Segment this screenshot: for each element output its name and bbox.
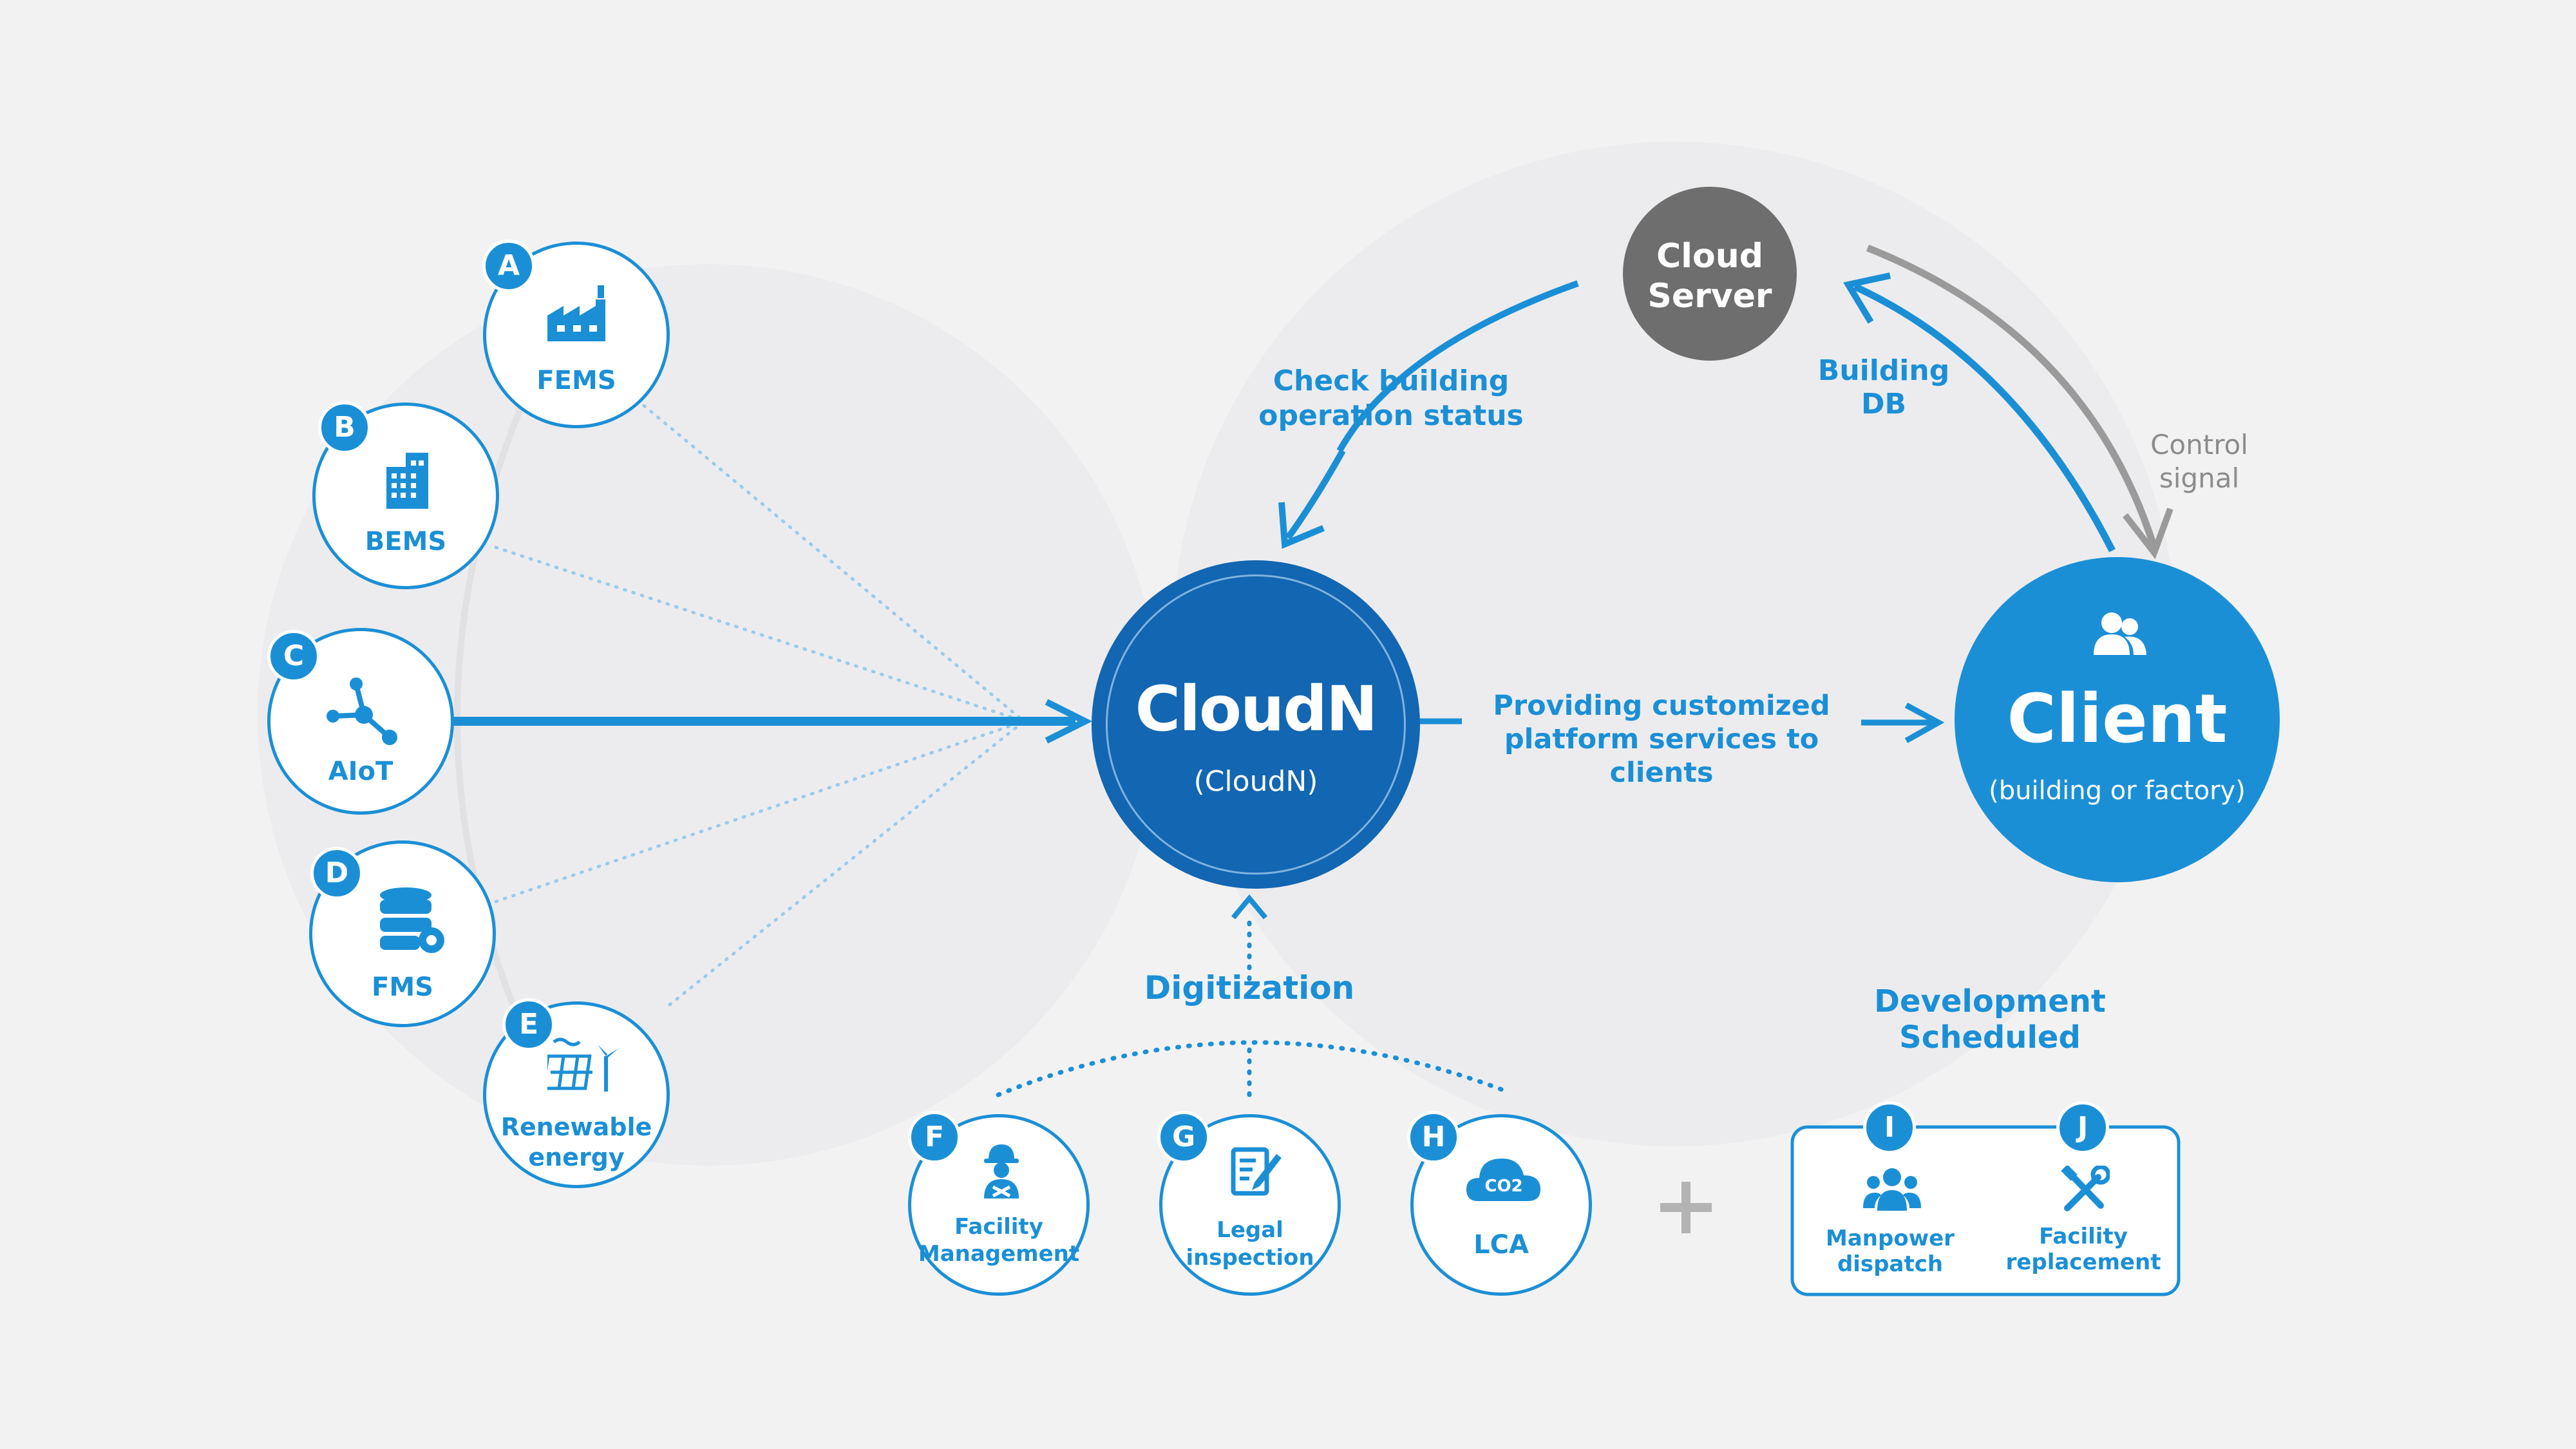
scheduled-badge: J — [2056, 1101, 2109, 1154]
background-circle-right — [1172, 142, 2177, 1146]
digitization-legal-inspection: Legal inspection — [1159, 1114, 1341, 1296]
users-icon — [2094, 612, 2146, 655]
module-renewable: Renewable energy — [483, 1001, 670, 1188]
digitization-label-line: Management — [918, 1241, 1080, 1267]
link-fms — [494, 719, 1026, 904]
digitization-label-line: Legal — [1217, 1217, 1283, 1243]
digitization-label-line: Facility — [954, 1214, 1043, 1240]
digitization-label: Digitization — [1144, 969, 1355, 1007]
cloudn-hub: CloudN (CloudN) — [1092, 560, 1420, 889]
providing-arrowhead — [1904, 703, 1945, 743]
factory-icon — [547, 285, 605, 341]
check-status-arc — [1336, 280, 1579, 453]
network-icon — [327, 677, 397, 745]
digitization-arrowhead — [1231, 894, 1268, 920]
client-subtitle: (building or factory) — [1989, 776, 2246, 806]
client-title: Client — [2007, 679, 2228, 758]
worker-icon — [984, 1144, 1019, 1198]
plus-sign — [1660, 1182, 1712, 1233]
module-label: AIoT — [328, 757, 393, 786]
digitization-label-line: inspection — [1186, 1245, 1314, 1271]
check-status-arc-lower — [1285, 449, 1346, 540]
scheduled-title: Development Scheduled — [1874, 983, 2106, 1056]
control-signal-label: Control signal — [2150, 429, 2248, 494]
module-label: energy — [528, 1143, 625, 1171]
cloud-server-label: Cloud — [1656, 237, 1763, 276]
module-badge: C — [267, 630, 320, 683]
module-badge: D — [310, 847, 363, 900]
building-db-arrowhead — [1843, 272, 1891, 324]
cloudn-hub-ring — [1106, 574, 1406, 875]
link-bems — [494, 545, 1026, 723]
aiot-arrowhead — [1045, 699, 1093, 744]
team-icon — [1863, 1168, 1921, 1211]
document-pen-icon — [1231, 1147, 1282, 1196]
cloudn-logo: CloudN — [1135, 673, 1378, 745]
digitization-arc — [996, 1040, 1510, 1097]
cloudn-subtitle: (CloudN) — [1193, 765, 1318, 798]
module-badge: A — [482, 240, 535, 292]
client-node: Client (building or factory) — [1955, 557, 2280, 882]
check-status-label: Check building operation status — [1258, 365, 1524, 432]
digitization-badge: F — [908, 1111, 961, 1164]
module-badge: B — [318, 401, 371, 454]
control-signal-arrowhead — [2123, 507, 2174, 560]
check-status-arrowhead — [1278, 502, 1325, 549]
building-icon — [386, 453, 428, 509]
module-label: FEMS — [536, 366, 616, 395]
scheduled-item-label: Manpower dispatch — [1826, 1226, 1955, 1277]
providing-label: Providing customized platform services t… — [1493, 690, 1830, 789]
cloud-server-label: Server — [1647, 277, 1772, 316]
scheduled-item-label: Facility replacement — [2005, 1224, 2161, 1275]
digitization-dotted-links — [996, 912, 1510, 1097]
database-gear-icon — [380, 887, 444, 953]
digitization-label-line: LCA — [1473, 1230, 1529, 1260]
tools-icon — [2061, 1166, 2110, 1211]
renewable-energy-icon — [547, 1037, 618, 1092]
control-signal-arc — [1866, 244, 2158, 549]
module-dotted-links — [494, 404, 1026, 1007]
module-label: Renewable — [500, 1113, 652, 1141]
co2-text: CO2 — [1484, 1177, 1522, 1196]
module-badge: E — [502, 998, 555, 1051]
digitization-badge: H — [1407, 1111, 1460, 1164]
co2-cloud-icon: CO2 — [1466, 1159, 1540, 1201]
digitization-badge: G — [1157, 1111, 1210, 1164]
scheduled-badge: I — [1863, 1101, 1916, 1154]
building-db-arc — [1853, 283, 2116, 553]
link-renewable — [668, 719, 1026, 1007]
module-label: FMS — [372, 972, 433, 1002]
cloud-server: Cloud Server — [1623, 187, 1797, 361]
building-db-label: Building DB — [1817, 354, 1950, 421]
module-label: BEMS — [365, 527, 447, 556]
link-fems — [642, 404, 1026, 723]
